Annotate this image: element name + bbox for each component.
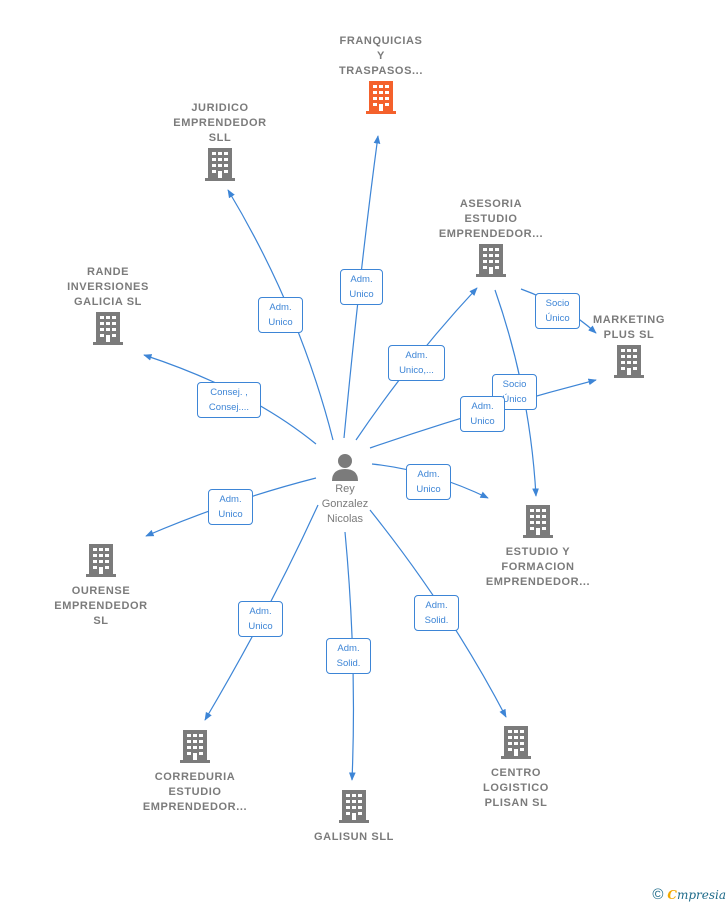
relation-label-correduria[interactable]: Adm. Unico: [238, 601, 283, 637]
company-label: ESTUDIO Y FORMACION EMPRENDEDOR...: [485, 546, 591, 588]
company-node-franquicias[interactable]: FRANQUICIAS Y TRASPASOS...: [316, 34, 446, 115]
building-icon: [366, 81, 396, 114]
relation-label-centro[interactable]: Adm. Solid.: [414, 595, 459, 631]
relation-label-asesoria[interactable]: Adm. Unico,...: [388, 345, 445, 381]
company-node-galisun[interactable]: GALISUN SLL: [289, 788, 419, 845]
company-node-marketing[interactable]: MARKETING PLUS SL: [564, 313, 694, 379]
building-icon: [339, 790, 369, 823]
company-label: OURENSE EMPRENDEDOR SL: [54, 585, 148, 627]
copyright-icon: ©: [652, 886, 664, 903]
company-node-estudio[interactable]: ESTUDIO Y FORMACION EMPRENDEDOR...: [473, 503, 603, 590]
relation-label-franquicias[interactable]: Adm. Unico: [340, 269, 383, 305]
building-icon: [93, 312, 123, 345]
relation-label-marketing[interactable]: Adm. Unico: [460, 396, 505, 432]
company-label: FRANQUICIAS Y TRASPASOS...: [338, 35, 423, 77]
company-node-correduria[interactable]: CORREDURIA ESTUDIO EMPRENDEDOR...: [130, 728, 260, 815]
company-label: MARKETING PLUS SL: [592, 314, 665, 341]
person-node[interactable]: Rey Gonzalez Nicolas: [305, 452, 385, 527]
relation-label-rande[interactable]: Consej. , Consej....: [197, 382, 261, 418]
relation-label-estudio[interactable]: Adm. Unico: [406, 464, 451, 500]
company-label: GALISUN SLL: [314, 831, 394, 843]
company-label: CENTRO LOGISTICO PLISAN SL: [483, 767, 549, 809]
company-label: ASESORIA ESTUDIO EMPRENDEDOR...: [438, 198, 544, 240]
brand-logo: Cmpresia: [667, 888, 726, 902]
building-icon: [523, 505, 553, 538]
company-node-ourense[interactable]: OURENSE EMPRENDEDOR SL: [36, 542, 166, 629]
company-label: RANDE INVERSIONES GALICIA SL: [67, 266, 149, 308]
person-icon: [332, 454, 358, 481]
building-icon: [86, 544, 116, 577]
relation-label-ourense[interactable]: Adm. Unico: [208, 489, 253, 525]
person-name: Rey Gonzalez Nicolas: [321, 483, 369, 525]
company-node-rande[interactable]: RANDE INVERSIONES GALICIA SL: [43, 265, 173, 346]
company-node-juridico[interactable]: JURIDICO EMPRENDEDOR SLL: [155, 101, 285, 182]
building-icon: [614, 345, 644, 378]
company-node-asesoria[interactable]: ASESORIA ESTUDIO EMPRENDEDOR...: [426, 197, 556, 278]
company-node-centro[interactable]: CENTRO LOGISTICO PLISAN SL: [451, 724, 581, 811]
building-icon: [476, 244, 506, 277]
relation-label-galisun[interactable]: Adm. Solid.: [326, 638, 371, 674]
building-icon: [501, 726, 531, 759]
building-icon: [180, 730, 210, 763]
company-label: JURIDICO EMPRENDEDOR SLL: [173, 102, 267, 144]
relation-label-juridico[interactable]: Adm. Unico: [258, 297, 303, 333]
footer-brand[interactable]: ©Cmpresia: [652, 886, 726, 903]
building-icon: [205, 148, 235, 181]
relation-label-asesoria-marketing[interactable]: Socio Único: [535, 293, 580, 329]
company-label: CORREDURIA ESTUDIO EMPRENDEDOR...: [142, 771, 248, 813]
